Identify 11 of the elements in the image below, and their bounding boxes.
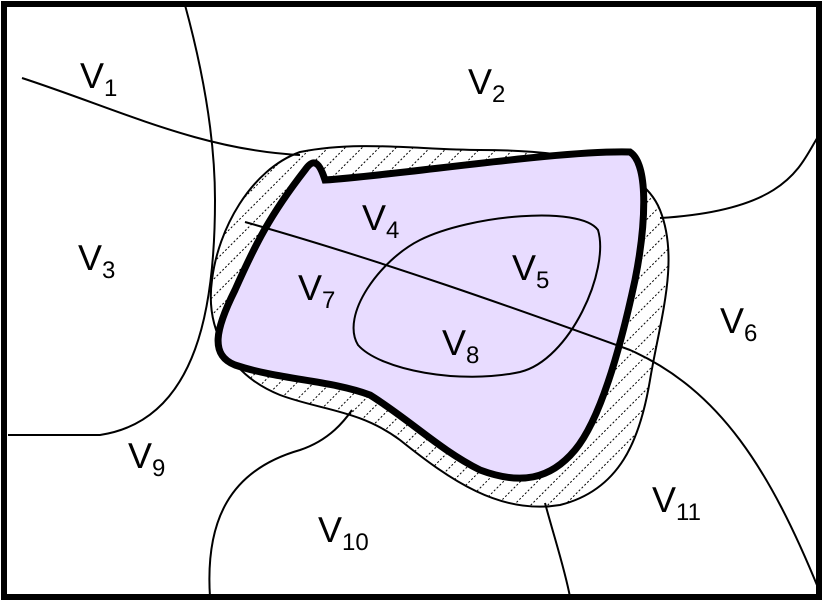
region-label: V$_{6}$ — [720, 303, 758, 346]
region-label: V$_{3}$ — [78, 240, 116, 284]
region-label: V$_{10}$ — [318, 512, 369, 556]
region-label: V$_{4}$ — [362, 200, 400, 244]
region-label: V$_{11}$ — [652, 482, 701, 526]
region-label: V$_{9}$ — [128, 438, 166, 482]
region-label: V$_{2}$ — [468, 64, 506, 108]
region-label: V$_{1}$ — [80, 58, 118, 102]
region-label: V$_{5}$ — [512, 250, 550, 294]
region-label: V$_{8}$ — [442, 325, 480, 368]
region-label: V$_{7}$ — [298, 270, 336, 314]
